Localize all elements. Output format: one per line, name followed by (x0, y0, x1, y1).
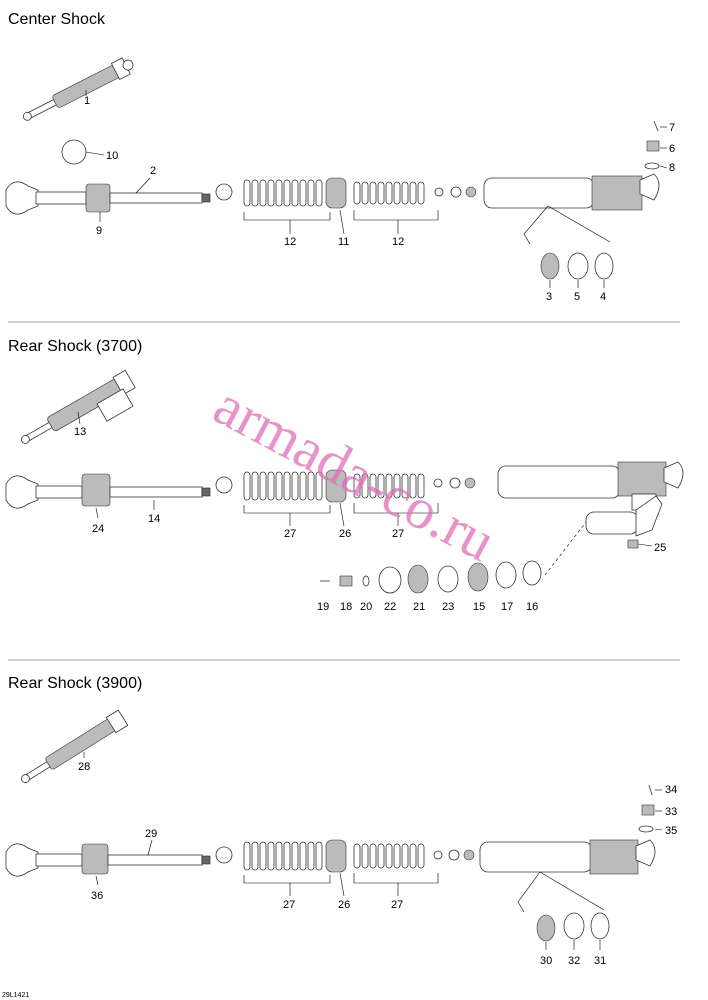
o-ring (61, 139, 87, 165)
callout-10: 10 (106, 150, 118, 162)
shock-shaft (5, 843, 211, 877)
callout-26: 26 (339, 528, 351, 540)
piston (325, 177, 347, 209)
callout-14: 14 (148, 513, 160, 525)
callout-36: 36 (91, 890, 103, 902)
reservoir-cap (407, 564, 429, 594)
washer (644, 162, 660, 170)
reservoir (585, 495, 663, 537)
washer (449, 477, 461, 489)
valve-cap (627, 539, 639, 549)
callout-5: 5 (574, 291, 580, 303)
washer (450, 186, 462, 198)
washer (215, 846, 233, 864)
callout-18: 18 (340, 601, 352, 613)
callout-34: 34 (665, 784, 677, 796)
nut (464, 477, 476, 489)
callout-4: 4 (600, 291, 606, 303)
seal (594, 252, 614, 280)
washer (448, 849, 460, 861)
callout-12: 12 (392, 236, 404, 248)
callout-16: 16 (526, 601, 538, 613)
callout-19: 19 (317, 601, 329, 613)
callout-1: 1 (84, 95, 90, 107)
callout-26: 26 (338, 899, 350, 911)
callout-9: 9 (96, 225, 102, 237)
shock-body (479, 839, 656, 875)
nut (465, 186, 477, 198)
callout-3: 3 (546, 291, 552, 303)
washer (362, 575, 370, 587)
callout-13: 13 (74, 426, 86, 438)
o-ring (378, 566, 402, 594)
callout-11: 11 (338, 236, 349, 248)
callout-35: 35 (665, 825, 677, 837)
callout-27: 27 (283, 899, 295, 911)
nut (463, 849, 475, 861)
shock-assembly-thumbnail (22, 57, 134, 121)
piston (325, 469, 347, 503)
callout-23: 23 (442, 601, 454, 613)
callout-27: 27 (284, 528, 296, 540)
shock-body (497, 461, 684, 511)
section-title-center-shock: Center Shock (8, 11, 106, 28)
nut (641, 804, 655, 816)
callout-15: 15 (473, 601, 485, 613)
callout-17: 17 (501, 601, 513, 613)
callout-28: 28 (78, 761, 90, 773)
callout-20: 20 (360, 601, 372, 613)
piston (325, 839, 347, 873)
nut (339, 575, 353, 587)
section-title-rear-shock-3700: Rear Shock (3700) (8, 338, 142, 355)
callout-6: 6 (669, 143, 675, 155)
washer (433, 478, 443, 488)
shock-shaft (5, 181, 211, 215)
callout-33: 33 (665, 806, 677, 818)
callout-21: 21 (413, 601, 425, 613)
callout-7: 7 (669, 122, 675, 134)
callout-29: 29 (145, 828, 157, 840)
callout-30: 30 (540, 955, 552, 967)
document-id: 29L1421 (2, 992, 29, 999)
washer (433, 850, 443, 860)
reservoir-cap (536, 914, 556, 942)
callout-31: 31 (594, 955, 606, 967)
nut (646, 140, 660, 152)
callout-27: 27 (392, 528, 404, 540)
callout-2: 2 (150, 165, 156, 177)
washer (638, 825, 654, 833)
callout-22: 22 (384, 601, 396, 613)
washer (215, 183, 233, 201)
washer (215, 476, 233, 494)
seal (437, 565, 459, 593)
floating-piston (467, 562, 489, 592)
callout-27: 27 (391, 899, 403, 911)
callout-25: 25 (654, 542, 666, 554)
shock-shaft (5, 473, 211, 509)
callout-32: 32 (568, 955, 580, 967)
valve-stack (353, 473, 425, 499)
callout-8: 8 (669, 162, 675, 174)
valve-stack (353, 181, 425, 205)
callout-24: 24 (92, 523, 104, 535)
callout-12: 12 (284, 236, 296, 248)
valve-stack (353, 843, 425, 869)
washer (434, 187, 444, 197)
valve-stack (243, 471, 323, 501)
shock-assembly-thumbnail (21, 709, 129, 783)
seal (522, 560, 542, 586)
o-ring (563, 912, 585, 940)
seal (590, 912, 610, 940)
reservoir-cap (540, 252, 560, 280)
valve-stack (243, 841, 323, 871)
valve-stack (243, 179, 323, 207)
shock-assembly-thumbnail (21, 369, 136, 444)
section-title-rear-shock-3900: Rear Shock (3900) (8, 675, 142, 692)
shock-body (483, 173, 660, 211)
o-ring (495, 561, 517, 589)
o-ring (567, 252, 589, 280)
